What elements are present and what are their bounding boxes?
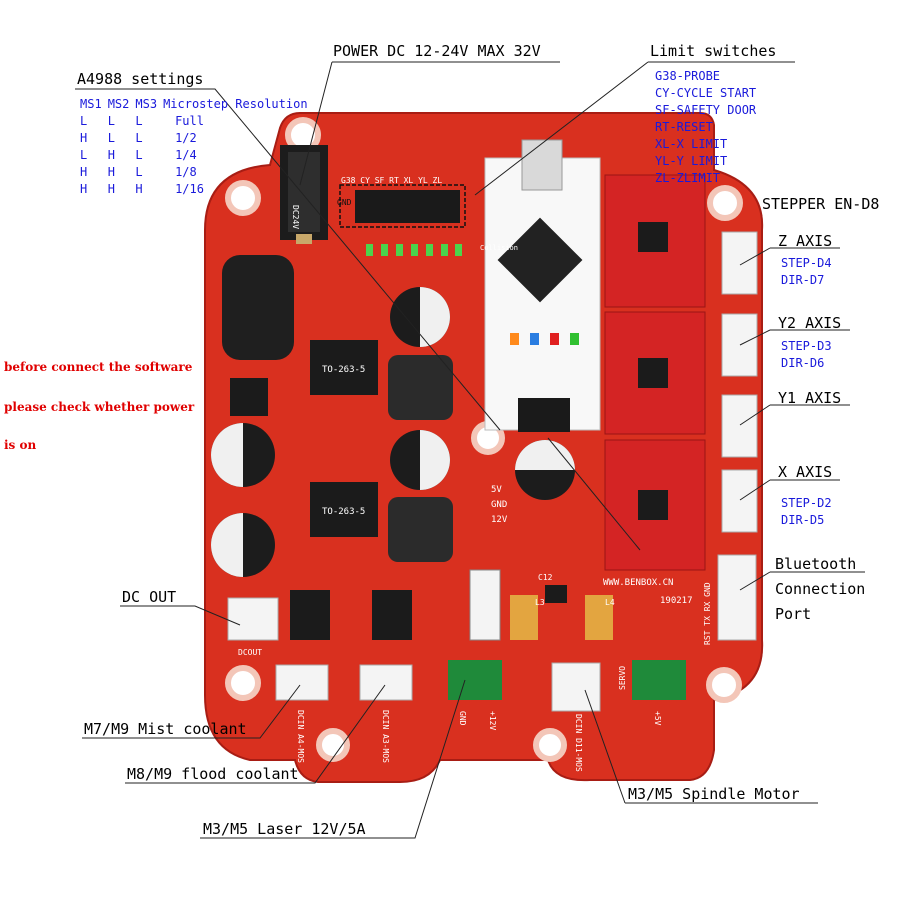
- table-cell: L: [135, 148, 143, 162]
- a4988-title: A4988 settings: [77, 70, 204, 88]
- date-silk: 190217: [660, 596, 693, 606]
- power-components: [211, 255, 575, 577]
- table-cell: H: [80, 182, 88, 196]
- stepper-en-label: STEPPER EN-D8: [762, 195, 880, 213]
- tag-a4-silk: DCIN A4-MOS: [296, 710, 305, 763]
- table-header: MS2: [107, 97, 130, 111]
- dc24v-silk: DC24V: [291, 205, 300, 229]
- mounting-holes: [225, 117, 743, 762]
- silk-12v: 12V: [491, 515, 508, 525]
- limit-switch-list: G38-PROBE CY-CYCLE START SF-SAFETY DOOR …: [655, 68, 756, 187]
- table-cell: 1/16: [175, 182, 204, 196]
- warning-line2: please check whether power: [4, 400, 195, 414]
- limit-item: CY-CYCLE START: [655, 86, 757, 100]
- table-header-row: MS1 MS2 MS3 Microstep Resolution: [80, 97, 314, 114]
- bluetooth-label-line3: Port: [775, 605, 812, 623]
- arduino-nano: [484, 139, 601, 432]
- y2-step-pin: STEP-D3: [781, 339, 832, 353]
- table-row: L L L Full: [80, 114, 314, 131]
- table-row: H L L 1/2: [80, 131, 314, 148]
- table-cell: L: [80, 148, 88, 162]
- limit-item: SF-SAFETY DOOR: [655, 103, 757, 117]
- table-cell: H: [80, 131, 88, 145]
- limit-item: G38-PROBE: [655, 69, 721, 83]
- silk-gnd: GND: [491, 500, 507, 510]
- table-cell: L: [107, 114, 115, 128]
- table-cell: H: [135, 182, 143, 196]
- regulators: [310, 340, 378, 537]
- rst-silk: RST TX RX GND: [703, 582, 712, 645]
- dc-out-label: DC OUT: [122, 588, 177, 606]
- power-label: POWER DC 12-24V MAX 32V: [333, 42, 541, 60]
- limit-item: XL-X LIMIT: [655, 137, 728, 151]
- website-silk: WWW.BENBOX.CN: [603, 578, 673, 588]
- table-cell: L: [135, 131, 143, 145]
- table-cell: H: [107, 165, 115, 179]
- table-cell: L: [135, 114, 143, 128]
- limit-switch-header: [339, 184, 466, 228]
- table-cell: H: [107, 148, 115, 162]
- bottom-connectors: [227, 569, 686, 712]
- x-dir-pin: DIR-D5: [781, 513, 825, 527]
- y2-axis-label: Y2 AXIS: [778, 314, 842, 332]
- table-header: Microstep Resolution: [163, 97, 308, 111]
- table-cell: Full: [175, 114, 204, 128]
- table-cell: L: [107, 131, 115, 145]
- mist-coolant-label: M7/M9 Mist coolant: [84, 720, 247, 738]
- limit-item: RT-RESET: [655, 120, 713, 134]
- c12-silk: C12: [538, 573, 553, 582]
- z-step-pin: STEP-D4: [781, 256, 832, 270]
- callout-lines: [75, 61, 865, 839]
- header-gnd: GND: [337, 198, 352, 207]
- dcout-silk: DCOUT: [238, 648, 262, 657]
- status-leds: [366, 244, 462, 256]
- bluetooth-label-line2: Connection: [775, 580, 866, 598]
- table-row: L H L 1/4: [80, 148, 314, 165]
- table-cell: H: [107, 182, 115, 196]
- limit-item: YL-Y LIMIT: [655, 154, 728, 168]
- bluetooth-label-line1: Bluetooth: [775, 555, 857, 573]
- table-row: H H H 1/16: [80, 182, 314, 199]
- l4-silk: L4: [605, 598, 615, 607]
- z-dir-pin: DIR-D7: [781, 273, 825, 287]
- silk-5v: 5V: [491, 485, 502, 495]
- warning-line3: is on: [4, 438, 37, 452]
- limit-switches-title: Limit switches: [650, 42, 777, 60]
- tag-12v-silk: +12V: [488, 711, 497, 730]
- table-header: MS1: [80, 97, 102, 111]
- a4988-table: MS1 MS2 MS3 Microstep Resolution L L L F…: [80, 97, 314, 199]
- tag-a3-silk: DCIN A3-MOS: [381, 710, 390, 763]
- table-row: H H L 1/8: [80, 165, 314, 182]
- table-cell: 1/4: [175, 148, 197, 162]
- x-axis-label: X AXIS: [778, 463, 833, 481]
- header-pin-labels: G38 CY SF RT XL YL ZL: [341, 176, 442, 185]
- table-cell: H: [80, 165, 88, 179]
- servo-silk: SERVO: [618, 666, 627, 690]
- flood-coolant-label: M8/M9 flood coolant: [127, 765, 299, 783]
- to263-b-silk: TO-263-5: [322, 507, 365, 517]
- tag-d11-silk: DCIN D11-MOS: [574, 714, 583, 772]
- table-cell: L: [80, 114, 88, 128]
- limit-item: ZL-ZLIMIT: [655, 171, 721, 185]
- l3-silk: L3: [535, 598, 545, 607]
- stepper-drivers: [604, 174, 706, 571]
- table-cell: 1/2: [175, 131, 197, 145]
- z-axis-label: Z AXIS: [778, 232, 833, 250]
- collision-silk: Collision: [480, 244, 518, 252]
- table-cell: 1/8: [175, 165, 197, 179]
- warning-line1: before connect the software: [4, 360, 193, 374]
- y2-dir-pin: DIR-D6: [781, 356, 825, 370]
- table-cell: L: [135, 165, 143, 179]
- y1-axis-label: Y1 AXIS: [778, 389, 842, 407]
- table-header: MS3: [135, 97, 158, 111]
- motor-connectors: [717, 231, 758, 641]
- tag-5v-silk: +5V: [653, 711, 662, 726]
- dc-jack: [280, 145, 328, 244]
- to263-a-silk: TO-263-5: [322, 365, 365, 375]
- tag-gnd-silk: GND: [458, 711, 467, 726]
- laser-label: M3/M5 Laser 12V/5A: [203, 820, 366, 838]
- x-step-pin: STEP-D2: [781, 496, 832, 510]
- spindle-motor-label: M3/M5 Spindle Motor: [628, 785, 800, 803]
